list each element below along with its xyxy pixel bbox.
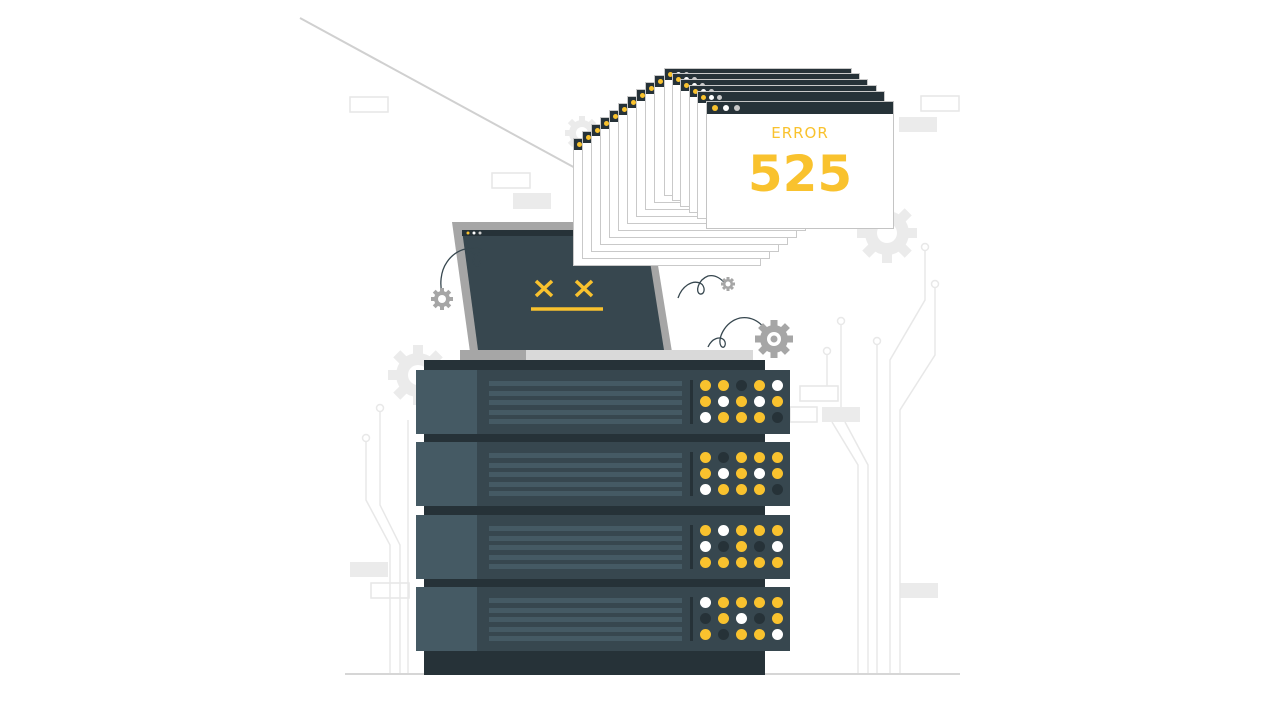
status-led: [754, 484, 765, 495]
status-led: [736, 396, 747, 407]
status-led: [700, 557, 711, 568]
error-window: ERROR 525: [706, 101, 894, 229]
status-led: [700, 613, 711, 624]
status-led: [718, 557, 729, 568]
status-led: [754, 629, 765, 640]
status-led: [700, 452, 711, 463]
status-led: [718, 597, 729, 608]
status-led: [700, 468, 711, 479]
status-led: [718, 396, 729, 407]
status-led: [772, 613, 783, 624]
status-led: [754, 541, 765, 552]
error-window-titlebar: [707, 102, 893, 114]
status-led: [718, 629, 729, 640]
status-led: [700, 597, 711, 608]
status-led: [700, 396, 711, 407]
window-dot-gray: [734, 105, 740, 111]
status-led: [772, 380, 783, 391]
status-led: [772, 629, 783, 640]
server-unit-3: [416, 515, 790, 579]
status-led: [700, 525, 711, 536]
status-led: [772, 396, 783, 407]
beam-line: [299, 17, 613, 189]
gear-icon: [721, 277, 735, 291]
status-led: [772, 557, 783, 568]
status-led: [718, 412, 729, 423]
status-led: [736, 525, 747, 536]
error-code: 525: [747, 145, 853, 203]
status-led: [736, 541, 747, 552]
status-led: [772, 597, 783, 608]
window-dot-white: [723, 105, 729, 111]
status-led: [736, 597, 747, 608]
status-led: [772, 541, 783, 552]
status-led: [772, 452, 783, 463]
status-led: [754, 597, 765, 608]
server-unit-2: [416, 442, 790, 506]
status-led: [700, 629, 711, 640]
status-led: [736, 629, 747, 640]
status-led: [772, 468, 783, 479]
status-led: [754, 613, 765, 624]
status-led: [718, 380, 729, 391]
window-dot-yellow: [712, 105, 718, 111]
status-led: [772, 412, 783, 423]
status-led: [700, 412, 711, 423]
status-led: [736, 484, 747, 495]
status-led: [718, 613, 729, 624]
error-label: ERROR: [771, 124, 829, 142]
status-led: [718, 468, 729, 479]
status-led: [718, 452, 729, 463]
status-led: [736, 380, 747, 391]
laptop-titlebar: [462, 230, 645, 236]
status-led: [736, 613, 747, 624]
status-led: [754, 412, 765, 423]
status-led: [736, 412, 747, 423]
gear-icon: [755, 320, 793, 358]
status-led: [772, 525, 783, 536]
status-led: [718, 541, 729, 552]
status-led: [754, 557, 765, 568]
status-led: [754, 452, 765, 463]
gear-icon: [431, 288, 453, 310]
status-led: [700, 541, 711, 552]
status-led: [736, 468, 747, 479]
laptop-base: [460, 350, 753, 360]
status-led: [718, 484, 729, 495]
status-led: [700, 484, 711, 495]
status-led: [754, 396, 765, 407]
status-led: [736, 557, 747, 568]
server-unit-1: [416, 370, 790, 434]
status-led: [754, 468, 765, 479]
status-led: [700, 380, 711, 391]
status-led: [754, 380, 765, 391]
status-led: [718, 525, 729, 536]
status-led: [754, 525, 765, 536]
status-led: [772, 484, 783, 495]
status-led: [736, 452, 747, 463]
server-unit-4: [416, 587, 790, 651]
